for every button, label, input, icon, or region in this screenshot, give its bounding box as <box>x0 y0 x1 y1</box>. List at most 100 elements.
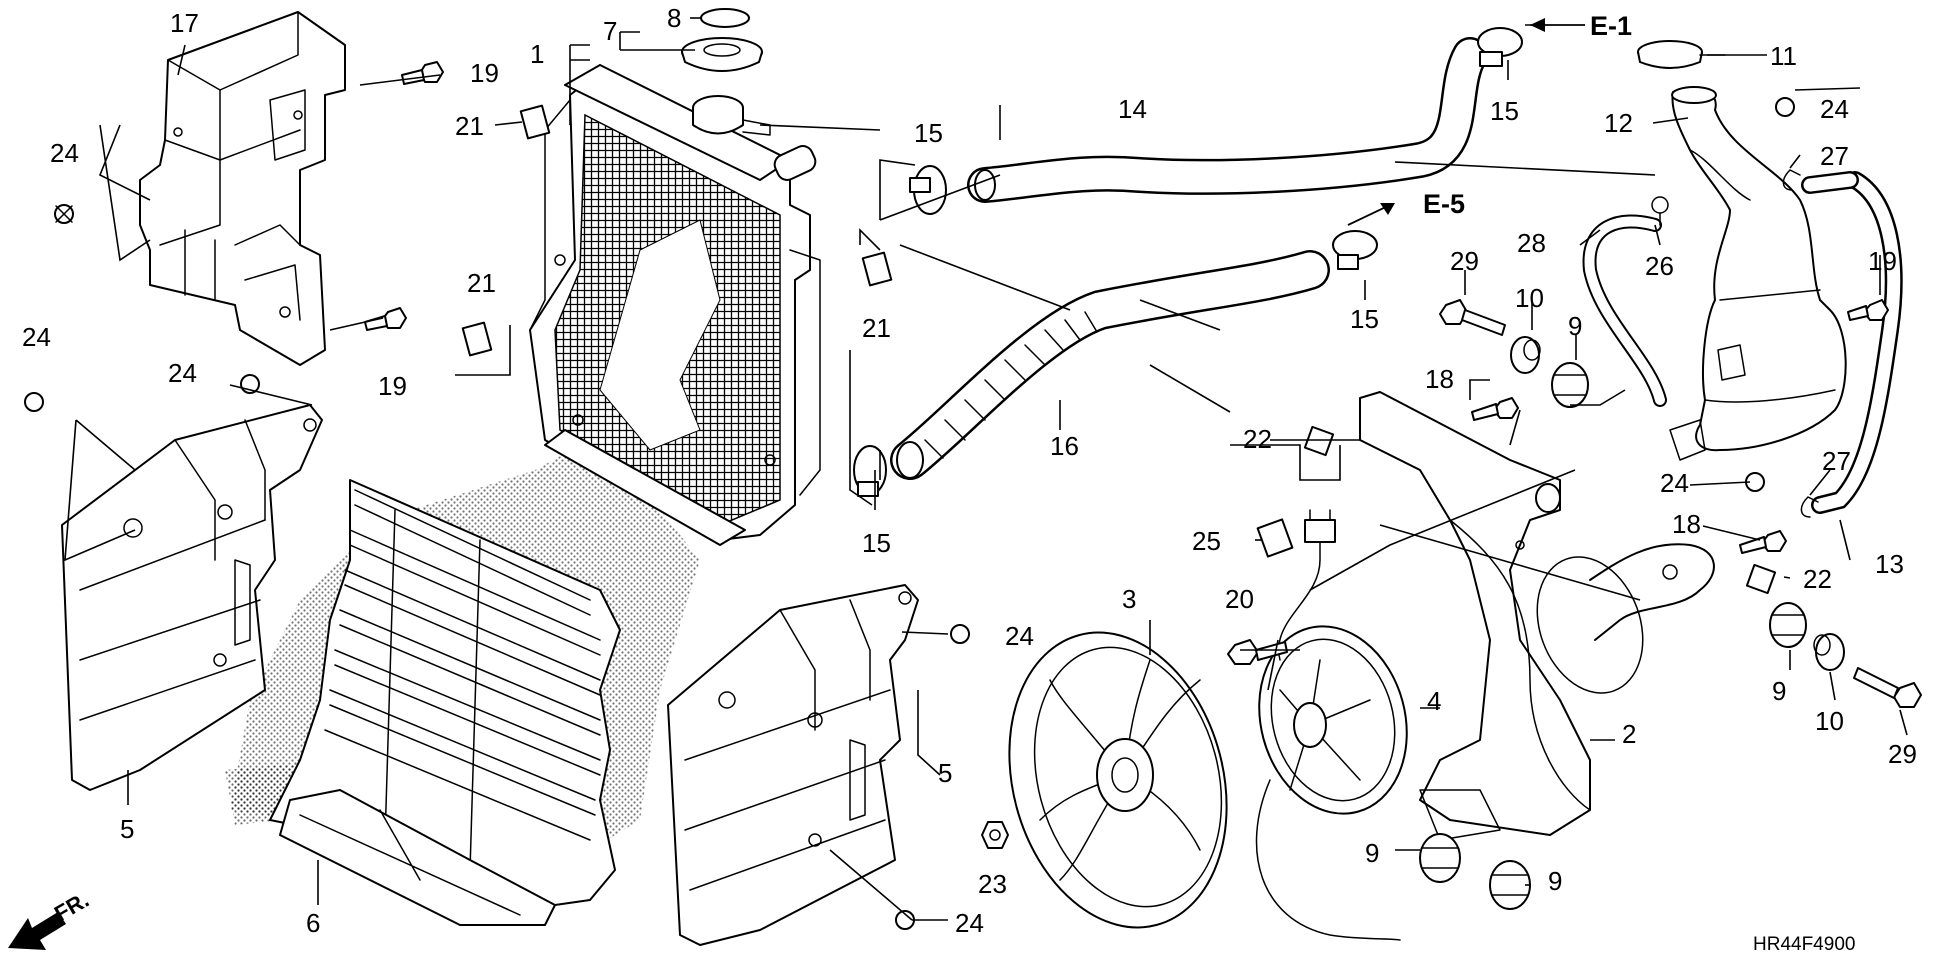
label-part-15-d: 15 <box>862 528 891 558</box>
label-part-13: 13 <box>1875 549 1904 579</box>
label-part-15-a: 15 <box>914 118 943 148</box>
label-part-9-c: 9 <box>1365 838 1379 868</box>
label-part-5-b: 5 <box>938 758 952 788</box>
clip-part-24-a[interactable] <box>54 204 74 224</box>
bolt-part-29-b[interactable] <box>1853 667 1922 708</box>
label-part-2: 2 <box>1622 719 1636 749</box>
label-part-18-b: 18 <box>1672 509 1701 539</box>
connector-part-25[interactable] <box>1256 518 1294 558</box>
bolt-part-19-a[interactable] <box>401 61 444 85</box>
clip-part-21-a[interactable] <box>519 104 551 140</box>
label-part-25: 25 <box>1192 526 1221 556</box>
bracket-part-17[interactable] <box>139 11 346 366</box>
louver-grille-part-6[interactable] <box>269 479 621 926</box>
fan-shroud-part-2[interactable] <box>1359 391 1715 841</box>
upper-hose-part-14[interactable] <box>967 37 1488 203</box>
label-part-19-c: 19 <box>1868 246 1897 276</box>
label-part-1: 1 <box>530 39 544 69</box>
label-part-10-a: 10 <box>1515 283 1544 313</box>
o-ring-part-8[interactable] <box>700 8 750 28</box>
label-part-24-f: 24 <box>1820 94 1849 124</box>
clip-part-21-b[interactable] <box>461 321 493 357</box>
label-part-21-b: 21 <box>467 268 496 298</box>
breather-hose-part-13[interactable] <box>1801 171 1903 514</box>
label-part-24-e: 24 <box>955 908 984 938</box>
clip-part-24-d[interactable] <box>950 624 970 644</box>
reserve-tank-part-12[interactable] <box>1669 86 1847 461</box>
label-part-19-b: 19 <box>378 371 407 401</box>
label-part-10-b: 10 <box>1815 706 1844 736</box>
clip-part-22-a[interactable] <box>1303 425 1335 457</box>
label-part-19-a: 19 <box>470 58 499 88</box>
bolt-part-18-b[interactable] <box>1739 530 1787 554</box>
label-part-20: 20 <box>1225 584 1254 614</box>
label-part-16: 16 <box>1050 431 1079 461</box>
label-part-8: 8 <box>667 3 681 33</box>
radiator-cap-part-7[interactable] <box>681 37 763 72</box>
label-part-28: 28 <box>1517 228 1546 258</box>
clip-part-24-b[interactable] <box>24 392 44 412</box>
label-part-24-c: 24 <box>168 358 197 388</box>
lower-hose-part-16[interactable] <box>890 250 1330 480</box>
label-part-22-b: 22 <box>1803 564 1832 594</box>
fan-motor-part-4[interactable] <box>1239 509 1427 941</box>
clip-part-22-b[interactable] <box>1745 563 1777 595</box>
part-labels: 1 7 8 17 19 24 21 21 19 24 24 5 6 15 14 … <box>22 3 1917 938</box>
reference-e1: E-1 <box>1590 11 1632 41</box>
label-part-9-b: 9 <box>1772 676 1786 706</box>
grommet-part-9-b[interactable] <box>1769 602 1807 648</box>
label-part-27-a: 27 <box>1820 141 1849 171</box>
collar-part-10-b[interactable] <box>1813 633 1845 671</box>
overflow-hose-part-28[interactable] <box>1582 214 1667 407</box>
bolt-part-29-a[interactable] <box>1439 299 1506 336</box>
bolt-part-20[interactable] <box>1227 639 1288 665</box>
label-part-24-g: 24 <box>1660 468 1689 498</box>
label-part-27-b: 27 <box>1822 446 1851 476</box>
label-part-6: 6 <box>306 908 320 938</box>
clip-part-26[interactable] <box>1651 196 1669 226</box>
grommet-part-9-a[interactable] <box>1551 362 1589 408</box>
label-part-5-a: 5 <box>120 814 134 844</box>
label-part-12: 12 <box>1604 108 1633 138</box>
clip-part-21-c[interactable] <box>861 251 893 287</box>
label-part-15-b: 15 <box>1490 96 1519 126</box>
bolt-part-19-c[interactable] <box>1847 299 1889 321</box>
nut-part-23[interactable] <box>981 821 1009 849</box>
label-part-24-b: 24 <box>22 322 51 352</box>
label-part-3: 3 <box>1122 584 1136 614</box>
radiator-part-1[interactable] <box>529 64 821 546</box>
bolt-part-18-a[interactable] <box>1471 397 1519 421</box>
side-shroud-part-5-right[interactable] <box>667 584 919 946</box>
label-part-22-a: 22 <box>1243 424 1272 454</box>
bolt-part-19-b[interactable] <box>364 307 407 331</box>
label-part-21-a: 21 <box>455 111 484 141</box>
cooling-fan-part-3[interactable] <box>978 608 1258 952</box>
label-part-15-c: 15 <box>1350 304 1379 334</box>
label-part-11: 11 <box>1770 41 1797 71</box>
label-part-9-a: 9 <box>1568 311 1582 341</box>
hose-clamp-part-15-b[interactable] <box>1477 27 1523 67</box>
label-part-29-b: 29 <box>1888 739 1917 769</box>
label-part-9-d: 9 <box>1548 866 1562 896</box>
label-part-21-c: 21 <box>862 313 891 343</box>
tank-cap-part-11[interactable] <box>1637 40 1726 69</box>
grommet-part-9-c[interactable] <box>1419 833 1461 883</box>
clip-part-24-f[interactable] <box>1775 97 1795 117</box>
leader-lines <box>64 17 1908 921</box>
label-part-29-a: 29 <box>1450 246 1479 276</box>
collar-part-10-a[interactable] <box>1510 336 1541 374</box>
hose-clamp-part-15-a[interactable] <box>909 165 947 215</box>
side-shroud-part-5-left[interactable] <box>61 404 323 791</box>
label-part-14: 14 <box>1118 94 1147 124</box>
clip-part-27-a[interactable] <box>1782 169 1801 191</box>
front-arrow-icon <box>8 912 66 950</box>
front-direction-marker: FR. <box>8 887 93 950</box>
label-part-4: 4 <box>1427 686 1441 716</box>
label-part-18-a: 18 <box>1425 364 1454 394</box>
clip-part-27-b[interactable] <box>1800 496 1819 518</box>
hose-clamp-part-15-d[interactable] <box>853 445 887 497</box>
drawing-code: HR44F4900 <box>1753 934 1855 955</box>
grommet-part-9-d[interactable] <box>1489 860 1531 910</box>
hose-clamp-part-15-c[interactable] <box>1332 230 1378 270</box>
